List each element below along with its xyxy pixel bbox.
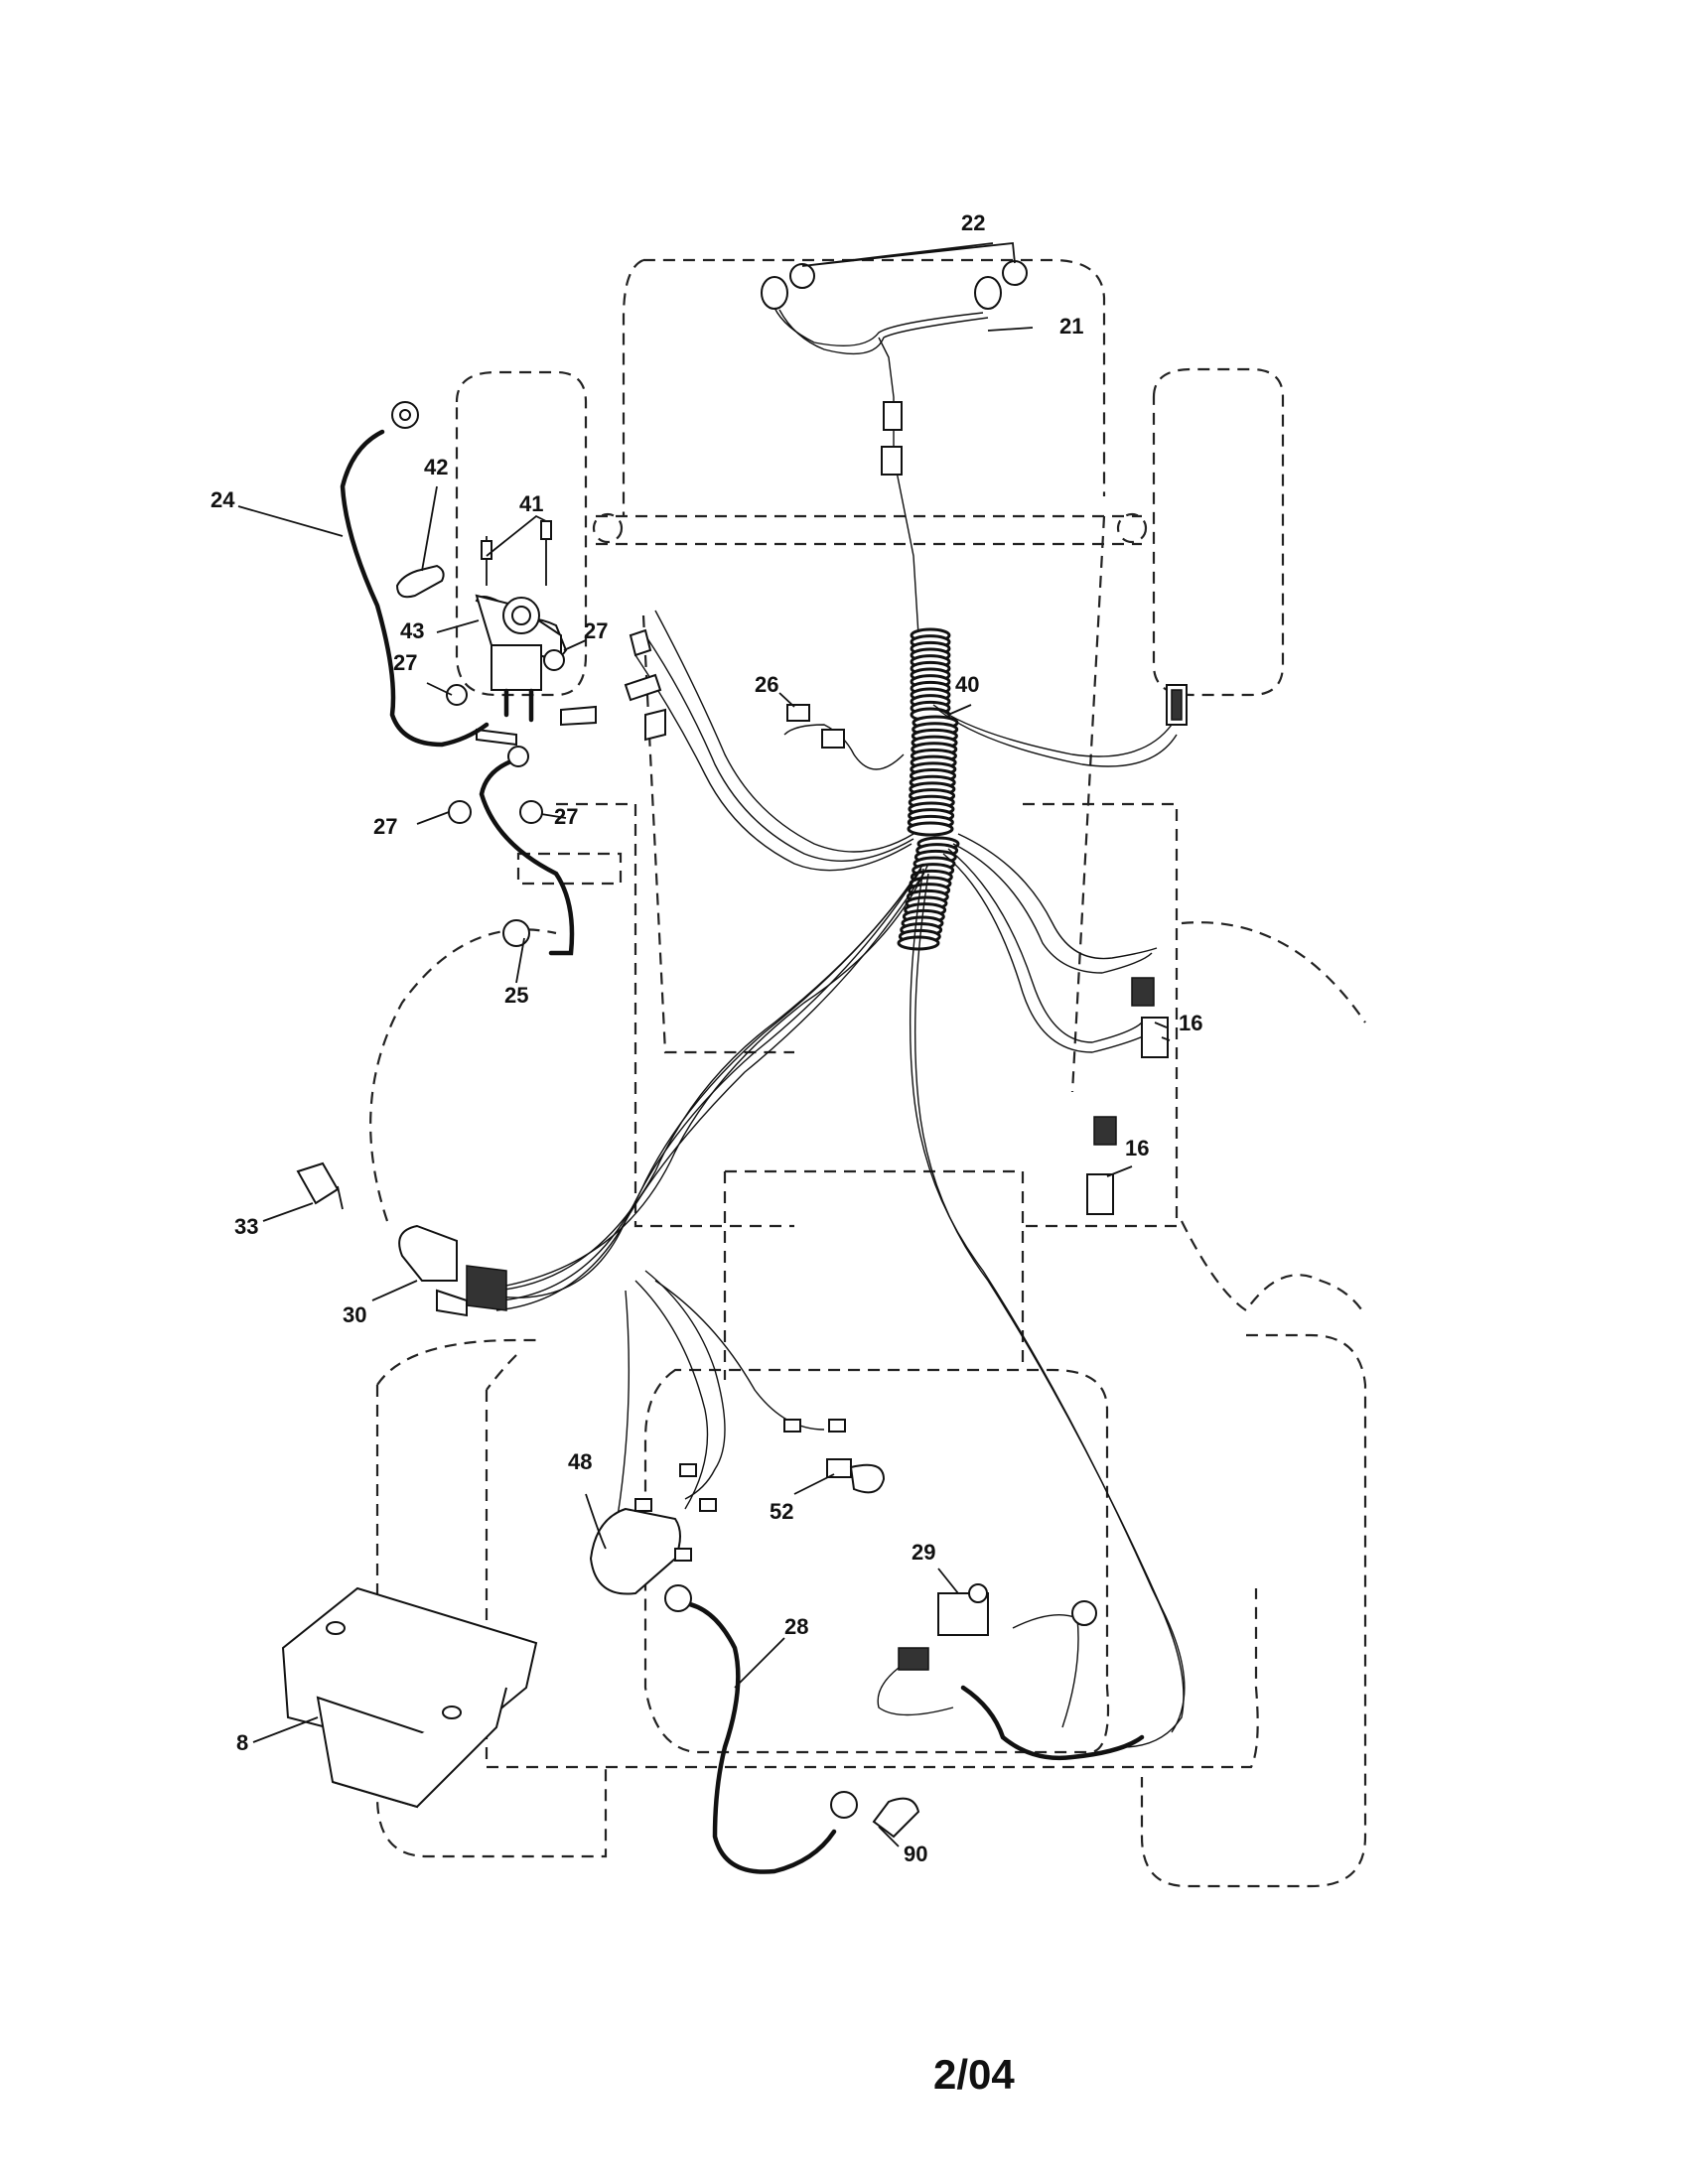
cable-28: [664, 1584, 858, 1874]
callout-29: 29: [912, 1540, 936, 1565]
cable-25: [479, 746, 575, 956]
callout-8: 8: [236, 1730, 249, 1755]
part-33: [296, 1161, 344, 1210]
headlight-assembly: [761, 260, 1028, 636]
connector-right-harness: [1166, 684, 1188, 726]
connector-16-upper: [1131, 977, 1169, 1058]
part-26-connector: [786, 704, 845, 749]
date-code: 2/04: [933, 2051, 1015, 2098]
part-52: [783, 1419, 886, 1494]
ignition-switch: [398, 1224, 507, 1317]
callout-27-b: 27: [393, 650, 418, 675]
solenoid-assembly: [395, 520, 666, 824]
callout-33: 33: [234, 1214, 259, 1239]
terminal-boot-90: [872, 1797, 920, 1839]
leader-lines: [237, 242, 1171, 1847]
callout-48: 48: [568, 1449, 593, 1474]
connector-16-lower: [1086, 1116, 1117, 1215]
callout-90: 90: [904, 1842, 928, 1866]
main-wiring-harness: [491, 610, 1186, 1748]
callout-40: 40: [955, 672, 980, 697]
seat-switch-29: [877, 1583, 1145, 1760]
callout-22: 22: [961, 210, 986, 235]
callout-52: 52: [770, 1499, 794, 1524]
callout-41: 41: [519, 491, 544, 516]
callout-25: 25: [504, 983, 529, 1008]
part-48: [589, 1463, 717, 1595]
battery-tray-8: [281, 1586, 538, 1809]
callout-16-lower: 16: [1125, 1136, 1150, 1160]
callout-26: 26: [755, 672, 779, 697]
callout-24: 24: [210, 487, 235, 512]
cable-24: [340, 401, 490, 748]
callout-21: 21: [1059, 314, 1084, 339]
callout-16-upper: 16: [1179, 1011, 1203, 1035]
callout-43: 43: [400, 618, 425, 643]
callout-42: 42: [424, 455, 449, 479]
callout-27-a: 27: [584, 618, 609, 643]
callout-27-d: 27: [554, 804, 579, 829]
callout-27-c: 27: [373, 814, 398, 839]
callout-30: 30: [343, 1302, 367, 1327]
callout-28: 28: [784, 1614, 809, 1639]
